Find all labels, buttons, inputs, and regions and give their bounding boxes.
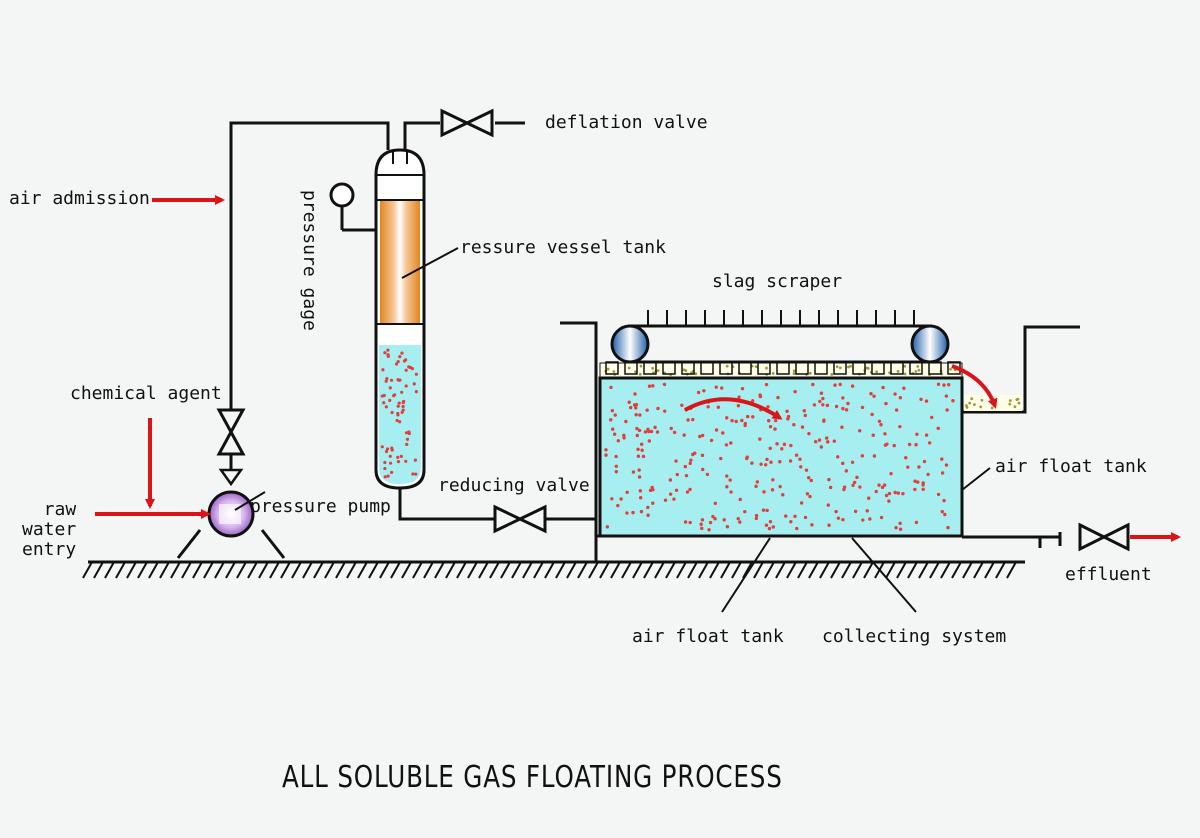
- pressure-gage-label: pressure gage: [299, 190, 320, 331]
- pressure-pump-label: pressure pump: [250, 496, 391, 517]
- slag-scraper: [599, 310, 1022, 411]
- collecting-system-label: collecting system: [822, 626, 1007, 647]
- raw-water-entry-label: raw water entry: [22, 500, 76, 560]
- air-float-tank: [596, 376, 964, 538]
- raw-water-line-3: entry: [22, 539, 77, 560]
- deflation-valve-icon: [440, 108, 494, 138]
- pressure-vessel-tank: [374, 148, 426, 490]
- diagram-title: ALL SOLUBLE GAS FLOATING PROCESS: [282, 760, 783, 795]
- slag-scraper-label: slag scraper: [712, 271, 843, 292]
- air-admission-label: air admission: [9, 188, 150, 209]
- chemical-agent-label: chemical agent: [70, 383, 222, 404]
- pressure-vessel-tank-label: ressure vessel tank: [460, 237, 666, 258]
- pressure-gauge-icon: [329, 182, 355, 208]
- check-valve-icon: [218, 468, 244, 487]
- scraper-roller-icon: [610, 324, 950, 364]
- effluent-label: effluent: [1065, 564, 1152, 585]
- flow-arrow-icon: [95, 195, 1181, 542]
- ground-hatch-icon: [82, 560, 1025, 579]
- piping: [229, 121, 1080, 562]
- deflation-valve-label: deflation valve: [545, 112, 708, 133]
- reducing-valve-icon: [493, 504, 547, 534]
- effluent-valve-icon: [1078, 522, 1130, 552]
- leader-lines: [234, 247, 991, 613]
- raw-water-line-2: water: [22, 519, 77, 540]
- air-valve-icon: [216, 408, 246, 456]
- air-float-tank-side-label: air float tank: [995, 456, 1147, 477]
- air-float-tank-bottom-label: air float tank: [632, 626, 784, 647]
- raw-water-line-1: raw: [43, 499, 77, 520]
- reducing-valve-label: reducing valve: [438, 475, 590, 496]
